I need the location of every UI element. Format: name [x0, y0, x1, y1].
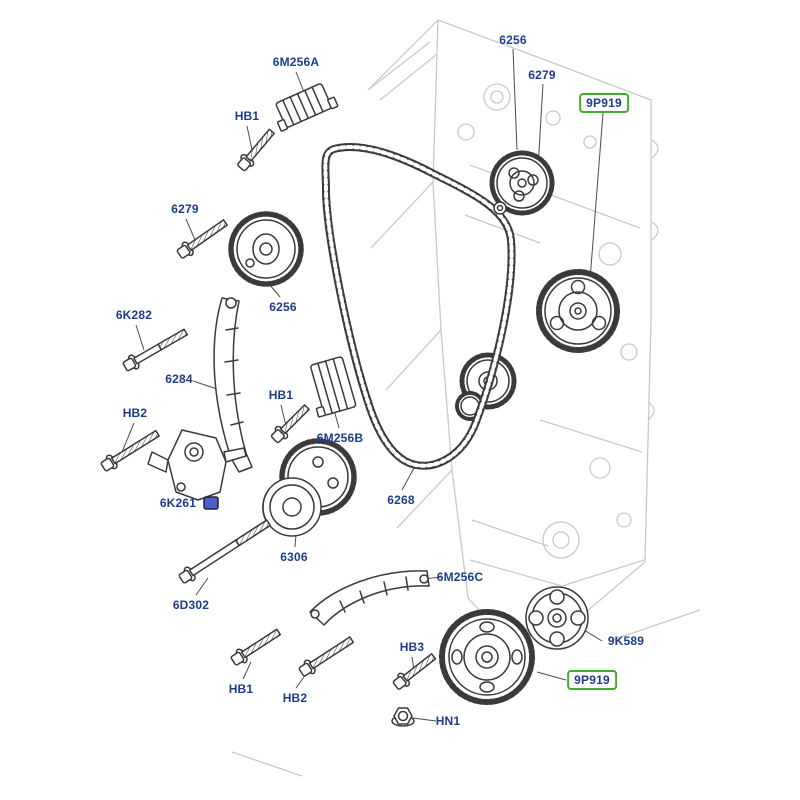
- parts-drawing: [100, 83, 620, 727]
- part-label-9p919-top[interactable]: 9P919: [579, 93, 629, 113]
- part-label-hn1: HN1: [435, 714, 461, 728]
- part-label-hb2-left: HB2: [122, 406, 148, 420]
- bolt-hb2-left-drawing: [100, 429, 160, 472]
- crankshaft-sprocket-lower-drawing: [439, 609, 535, 705]
- chain-guide-block-upper-drawing: [275, 83, 339, 132]
- part-label-6256-top: 6256: [499, 33, 527, 47]
- chain-guide-lower-drawing: [309, 570, 430, 626]
- chain-guide-block-mid-drawing: [310, 356, 357, 418]
- part-label-6279-left: 6279: [171, 202, 199, 216]
- camshaft-sprocket-left-drawing: [228, 211, 304, 287]
- part-label-6268: 6268: [387, 493, 415, 507]
- part-label-6256-left: 6256: [269, 300, 297, 314]
- part-label-6306: 6306: [280, 550, 308, 564]
- bolt-hb3-drawing: [392, 653, 437, 690]
- timing-chain-drawing: [321, 143, 516, 470]
- part-label-hb3: HB3: [399, 640, 425, 654]
- bolt-6d302-drawing: [178, 519, 272, 584]
- part-label-hb1-top: HB1: [234, 109, 260, 123]
- part-label-6279-top: 6279: [528, 68, 556, 82]
- part-label-hb1-bottom: HB1: [228, 682, 254, 696]
- tensioner-clip-drawing: [203, 496, 219, 510]
- bolt-hb1-mid-drawing: [270, 404, 310, 444]
- part-label-6k261: 6K261: [159, 496, 197, 510]
- bolt-hb1-bottom-drawing: [230, 628, 282, 666]
- part-label-9k589: 9K589: [607, 634, 645, 648]
- chain-tensioner-drawing: [147, 429, 247, 501]
- nut-hn1-drawing: [391, 707, 415, 727]
- part-label-6284: 6284: [165, 372, 193, 386]
- part-label-6m256b: 6M256B: [316, 431, 364, 445]
- part-label-6m256a: 6M256A: [272, 55, 320, 69]
- engine-block-drawing: [231, 19, 701, 777]
- bolt-6279-drawing: [176, 219, 228, 259]
- camshaft-sprocket-upper-drawing: [489, 150, 555, 216]
- part-label-6k282: 6K282: [115, 308, 153, 322]
- part-label-hb2-bottom: HB2: [282, 691, 308, 705]
- coupling-flange-drawing: [525, 586, 589, 650]
- part-label-6d302: 6D302: [172, 598, 210, 612]
- camshaft-sprocket-right-drawing: [536, 269, 620, 353]
- part-label-hb1-mid: HB1: [268, 388, 294, 402]
- bolt-hb1-top-drawing: [237, 128, 275, 172]
- bolt-6k282-drawing: [122, 328, 189, 372]
- crankshaft-pulley-drawing: [262, 438, 357, 537]
- part-label-6m256c: 6M256C: [436, 570, 484, 584]
- leader-lines: [121, 48, 604, 722]
- part-label-9p919-bottom[interactable]: 9P919: [567, 670, 617, 690]
- bolt-hb2-bottom-drawing: [298, 636, 355, 677]
